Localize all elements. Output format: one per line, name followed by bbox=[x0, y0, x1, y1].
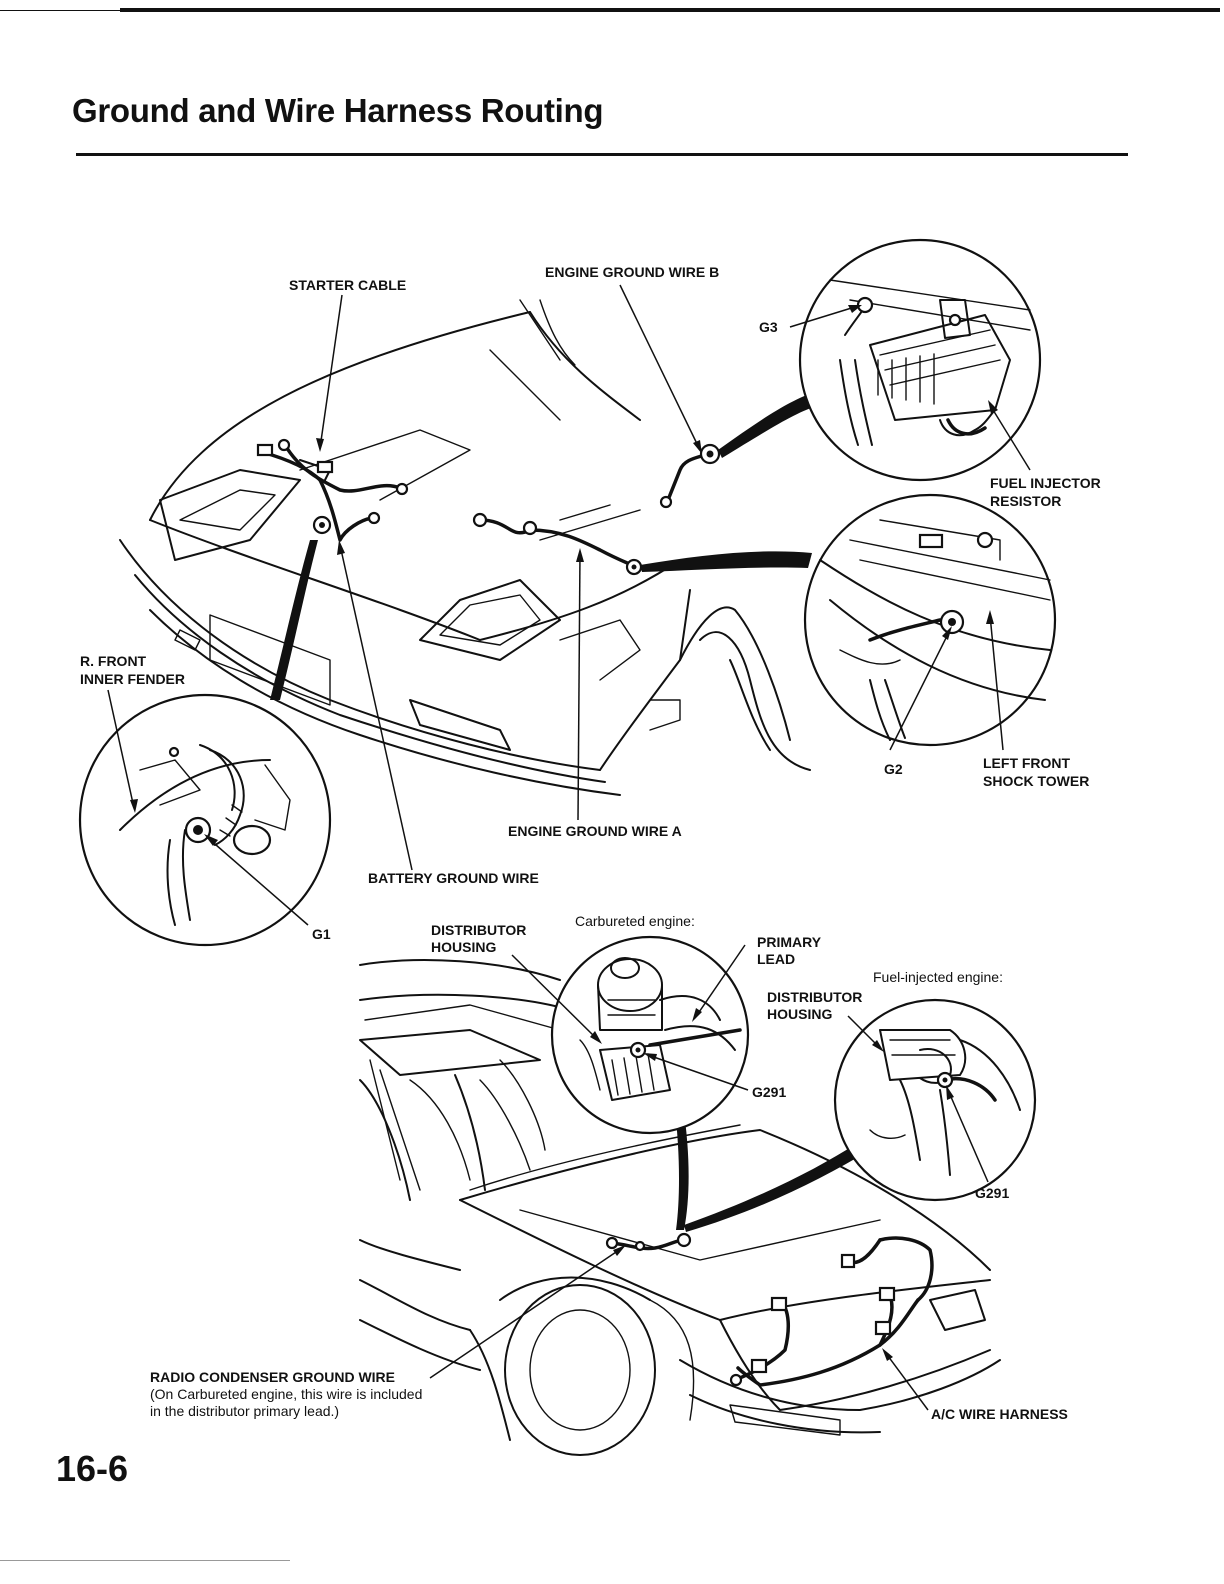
detail-connector-wedges bbox=[270, 392, 870, 1232]
detail-circle-carb-g291 bbox=[550, 935, 750, 1135]
label-r-front-inner-fender-1: R. FRONT bbox=[80, 653, 147, 669]
page-title: Ground and Wire Harness Routing bbox=[72, 92, 604, 129]
label-carbureted-engine: Carbureted engine: bbox=[575, 913, 695, 929]
label-engine-ground-wire-b: ENGINE GROUND WIRE B bbox=[545, 264, 720, 280]
label-fuel-injected-engine: Fuel-injected engine: bbox=[873, 969, 1003, 985]
label-radio-condenser-note-2: in the distributor primary lead.) bbox=[150, 1403, 340, 1419]
label-starter-cable: STARTER CABLE bbox=[289, 277, 407, 293]
label-g291-fi: G291 bbox=[975, 1185, 1010, 1201]
label-engine-ground-wire-a: ENGINE GROUND WIRE A bbox=[508, 823, 682, 839]
label-ac-wire-harness: A/C WIRE HARNESS bbox=[931, 1406, 1068, 1422]
label-distributor-housing-carb-1: DISTRIBUTOR bbox=[431, 922, 527, 938]
label-primary-lead-1: PRIMARY bbox=[757, 934, 822, 950]
label-distributor-housing-carb-2: HOUSING bbox=[431, 939, 497, 955]
label-distributor-housing-fi-2: HOUSING bbox=[767, 1006, 833, 1022]
label-primary-lead-2: LEAD bbox=[757, 951, 796, 967]
label-g2: G2 bbox=[884, 761, 903, 777]
label-g291-carb: G291 bbox=[752, 1084, 787, 1100]
title-rule bbox=[76, 153, 1128, 156]
top-car-illustration bbox=[119, 299, 811, 796]
leader-lines bbox=[107, 284, 1031, 1411]
detail-circle-g3 bbox=[789, 238, 1042, 482]
label-radio-condenser-note-1: (On Carbureted engine, this wire is incl… bbox=[150, 1386, 423, 1402]
label-fuel-injector-resistor-1: FUEL INJECTOR bbox=[990, 475, 1101, 491]
label-g1: G1 bbox=[312, 926, 331, 942]
bottom-rule bbox=[0, 1560, 290, 1561]
top-rule-thin bbox=[0, 10, 130, 11]
detail-circle-g2 bbox=[803, 493, 1057, 747]
label-g3: G3 bbox=[759, 319, 778, 335]
page-number: 16-6 bbox=[56, 1448, 129, 1489]
label-radio-condenser-ground-wire: RADIO CONDENSER GROUND WIRE bbox=[150, 1369, 396, 1385]
detail-circle-g1 bbox=[78, 693, 332, 947]
label-left-front-shock-tower-2: SHOCK TOWER bbox=[983, 773, 1090, 789]
label-left-front-shock-tower-1: LEFT FRONT bbox=[983, 755, 1071, 771]
label-r-front-inner-fender-2: INNER FENDER bbox=[80, 671, 186, 687]
label-battery-ground-wire: BATTERY GROUND WIRE bbox=[368, 870, 539, 886]
detail-circle-fi-g291 bbox=[833, 998, 1037, 1202]
label-distributor-housing-fi-1: DISTRIBUTOR bbox=[767, 989, 863, 1005]
label-fuel-injector-resistor-2: RESISTOR bbox=[990, 493, 1062, 509]
bottom-car-illustration bbox=[359, 959, 1001, 1456]
top-rule bbox=[120, 8, 1220, 12]
